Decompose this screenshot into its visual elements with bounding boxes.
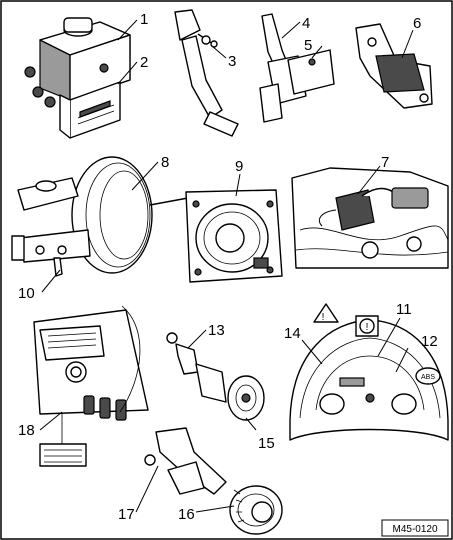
callout-15: 15 — [258, 435, 275, 452]
callout-4: 4 — [302, 15, 310, 32]
brake-pedal-illustration — [174, 9, 239, 137]
callout-leader-6 — [401, 29, 414, 59]
callout-leader-1 — [117, 19, 138, 41]
sensor-bracket-illustration — [259, 13, 335, 123]
callout-17: 17 — [118, 506, 135, 523]
dashboard-connector-illustration — [33, 305, 149, 467]
warning-triangle-symbol: ! — [322, 312, 325, 323]
callout-1: 1 — [140, 11, 148, 28]
callout-13: 13 — [208, 322, 225, 339]
callout-leader-7 — [357, 165, 381, 195]
callout-leader-8 — [131, 161, 159, 191]
callout-9: 9 — [235, 158, 243, 175]
callout-leader-9 — [235, 173, 241, 197]
figure-reference-box — [381, 519, 449, 537]
callout-5: 5 — [304, 37, 312, 54]
callout-12: 12 — [421, 333, 438, 350]
callout-leader-10 — [41, 269, 61, 293]
callout-leader-13 — [187, 329, 207, 349]
callout-leader-16 — [195, 505, 235, 513]
brake-booster-illustration — [11, 156, 194, 277]
brake-warning-symbol: ! — [366, 322, 369, 333]
instrument-cluster-illustration — [289, 303, 449, 441]
engine-bay-sensor-illustration — [291, 167, 449, 269]
callout-8: 8 — [161, 154, 169, 171]
callout-7: 7 — [381, 154, 389, 171]
figure-reference: M45-0120 — [392, 524, 437, 535]
abs-control-unit-illustration — [24, 17, 131, 139]
callout-leader-18 — [39, 411, 63, 431]
callout-18: 18 — [18, 422, 35, 439]
callout-leader-14 — [301, 339, 323, 365]
callout-3: 3 — [228, 53, 236, 70]
callout-leader-3 — [211, 45, 227, 59]
callout-16: 16 — [178, 506, 195, 523]
callout-11: 11 — [396, 301, 412, 318]
front-hub-illustration — [166, 332, 265, 421]
rear-hub-illustration — [144, 427, 283, 535]
steering-angle-sender-illustration — [185, 189, 283, 283]
callout-leader-2 — [117, 61, 138, 85]
callout-leader-17 — [135, 465, 159, 513]
callout-leader-4 — [281, 21, 301, 39]
callout-14: 14 — [284, 325, 301, 342]
callout-leader-11 — [377, 317, 401, 357]
callout-leader-12 — [395, 347, 409, 373]
callout-2: 2 — [140, 54, 148, 71]
callout-leader-15 — [245, 417, 257, 431]
callout-leader-5 — [311, 45, 323, 59]
rotation-rate-sensor-illustration — [355, 23, 433, 109]
callout-6: 6 — [413, 15, 421, 32]
abs-lamp-symbol: ABS — [421, 374, 435, 381]
callout-10: 10 — [18, 285, 35, 302]
